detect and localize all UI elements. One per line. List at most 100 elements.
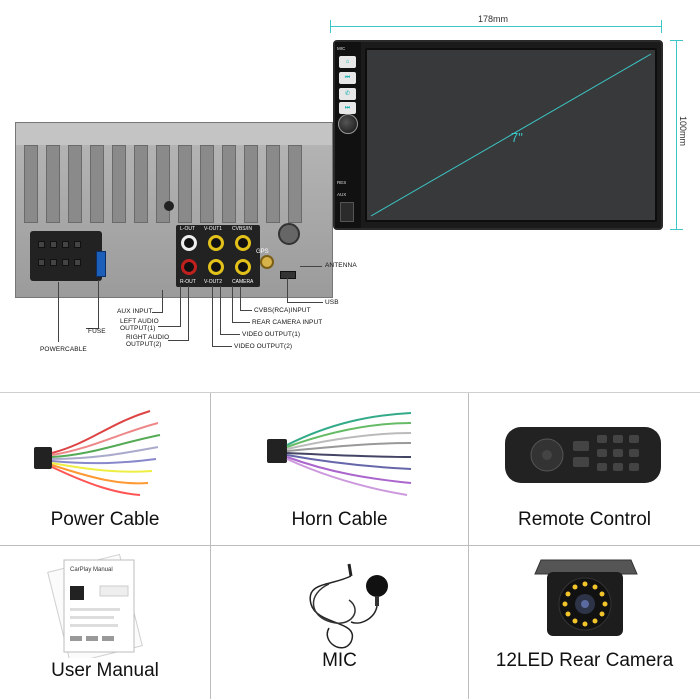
heatsink-fin [24, 145, 38, 223]
rca-label-camera: CAMERA [232, 279, 254, 285]
accessory-user-manual: CarPlay Manual User Manual [0, 546, 211, 699]
sd-slot [340, 202, 354, 222]
leader-right-audio-h [168, 340, 189, 341]
touch-screen: 7" [365, 48, 657, 222]
volume-knob[interactable] [338, 114, 358, 134]
leader-power-v [58, 282, 59, 342]
accessory-power-cable: Power Cable [0, 393, 211, 546]
callout-powercable: POWERCABLE [40, 346, 87, 353]
leader-video1-h [220, 334, 240, 335]
leader-cvbs-v [240, 286, 241, 310]
leader-camera-h [232, 322, 250, 323]
leader-left-audio-v [180, 286, 181, 326]
antenna-port [278, 223, 300, 245]
heatsink-fin [46, 145, 60, 223]
accessory-label: 12LED Rear Camera [495, 650, 674, 671]
callout-antenna: ANTENNA [325, 262, 357, 269]
callout-rear-camera-input: REAR CAMERA INPUT [252, 319, 323, 326]
accessory-remote-control: Remote Control [469, 393, 700, 546]
heatsink-fin [266, 145, 280, 223]
iso-power-connector [30, 231, 102, 281]
accessory-mic: MIC [211, 546, 469, 699]
leader-fuse-h [86, 328, 99, 329]
rca-jack-camera [235, 259, 251, 275]
rca-jack-video-out1 [208, 235, 224, 251]
callout-aux-input: AUX INPUT [117, 308, 153, 315]
height-label: 100mm [678, 116, 688, 147]
accessory-horn-cable: Horn Cable [211, 393, 469, 546]
callout-right-audio: RIGHT AUDIO OUTPUT(2) [126, 334, 170, 348]
accessory-label: MIC [322, 650, 357, 671]
heatsink-fin [156, 145, 170, 223]
leader-left-audio-h [158, 326, 181, 327]
head-unit-rear: L-OUT V-OUT1 CVBS/IN R-OUT V-OUT2 CAMERA… [15, 122, 333, 298]
rca-jack-cvbs-in [235, 235, 251, 251]
width-dimension-line [330, 20, 662, 33]
heatsink-fin [222, 145, 236, 223]
accessory-rear-camera: 12LED Rear Camera [469, 546, 700, 699]
rca-label-cvbs-in: CVBS/IN [232, 226, 253, 232]
rear-camera-icon [534, 559, 638, 636]
callout-usb: USB [325, 299, 339, 306]
height-dimension-line [670, 40, 683, 230]
accessory-label: Remote Control [517, 509, 652, 530]
rca-jack-left-audio [181, 235, 197, 251]
section-divider [0, 392, 700, 393]
microphone-icon [309, 563, 388, 649]
leader-aux-v [162, 290, 163, 312]
callout-left-audio: LEFT AUDIO OUTPUT(1) [120, 318, 159, 332]
leader-right-audio-v [188, 286, 189, 340]
leader-fuse-v [98, 280, 99, 328]
remote-control-icon [505, 427, 661, 483]
leader-video2-v [212, 286, 213, 346]
fuse [96, 251, 106, 277]
aux-label: AUX [337, 192, 347, 197]
phone-icon[interactable]: ✆ [339, 88, 356, 100]
manual-title: CarPlay Manual [70, 567, 113, 573]
previous-icon[interactable]: ⏮ [339, 72, 356, 84]
rca-panel: L-OUT V-OUT1 CVBS/IN R-OUT V-OUT2 CAMERA [176, 225, 260, 287]
rca-jack-right-audio [181, 259, 197, 275]
leader-aux-h [152, 312, 163, 313]
screen-size-label: 7" [511, 130, 523, 145]
rca-label-v-out2: V-OUT2 [204, 279, 223, 285]
user-manual-icon [47, 553, 143, 658]
rca-label-r-out: R-OUT [180, 279, 196, 285]
usb-port [280, 271, 296, 279]
heatsink-fin [90, 145, 104, 223]
leader-video2-h [212, 346, 232, 347]
next-icon[interactable]: ⏭ [339, 102, 356, 114]
callout-video-output2: VIDEO OUTPUT(2) [234, 343, 293, 350]
heatsink-fin [134, 145, 148, 223]
gps-label: GPS [256, 249, 269, 255]
leader-cvbs-h [240, 310, 252, 311]
rear-top-edge [16, 123, 332, 145]
power-cable-icon [34, 410, 161, 496]
heatsink-fin [244, 145, 258, 223]
heatsink-fin [178, 145, 192, 223]
leader-camera-v [232, 286, 233, 322]
leader-usb-h [287, 302, 323, 303]
res-label: RES [337, 180, 347, 185]
width-label: 178mm [478, 14, 509, 24]
accessory-label: Horn Cable [291, 509, 388, 530]
callout-fuse: FUSE [88, 328, 106, 335]
rca-label-v-out1: V-OUT1 [204, 226, 223, 232]
accessory-label: Power Cable [50, 509, 160, 530]
mic-label: MIC [337, 46, 346, 51]
rca-label-l-out: L-OUT [180, 226, 195, 232]
gps-connector [260, 255, 274, 269]
leader-usb-v [287, 278, 288, 302]
screen-diagonal-line [370, 53, 652, 217]
heatsink-fin [288, 145, 302, 223]
leader-video1-v [220, 286, 221, 334]
product-diagram: 178mm 100mm MIC ⌂ ⏮ ✆ ⏭ RES AUX 7" [15, 14, 688, 353]
callout-cvbs-input: CVBS(RCA)INPUT [254, 307, 311, 314]
accessory-label: User Manual [51, 660, 159, 681]
front-button-strip: MIC ⌂ ⏮ ✆ ⏭ RES AUX [335, 42, 361, 228]
home-icon[interactable]: ⌂ [339, 56, 356, 68]
aux-jack [164, 201, 174, 211]
heatsink-fin [112, 145, 126, 223]
head-unit-front: MIC ⌂ ⏮ ✆ ⏭ RES AUX 7" [333, 40, 663, 230]
rca-jack-video-out2 [208, 259, 224, 275]
